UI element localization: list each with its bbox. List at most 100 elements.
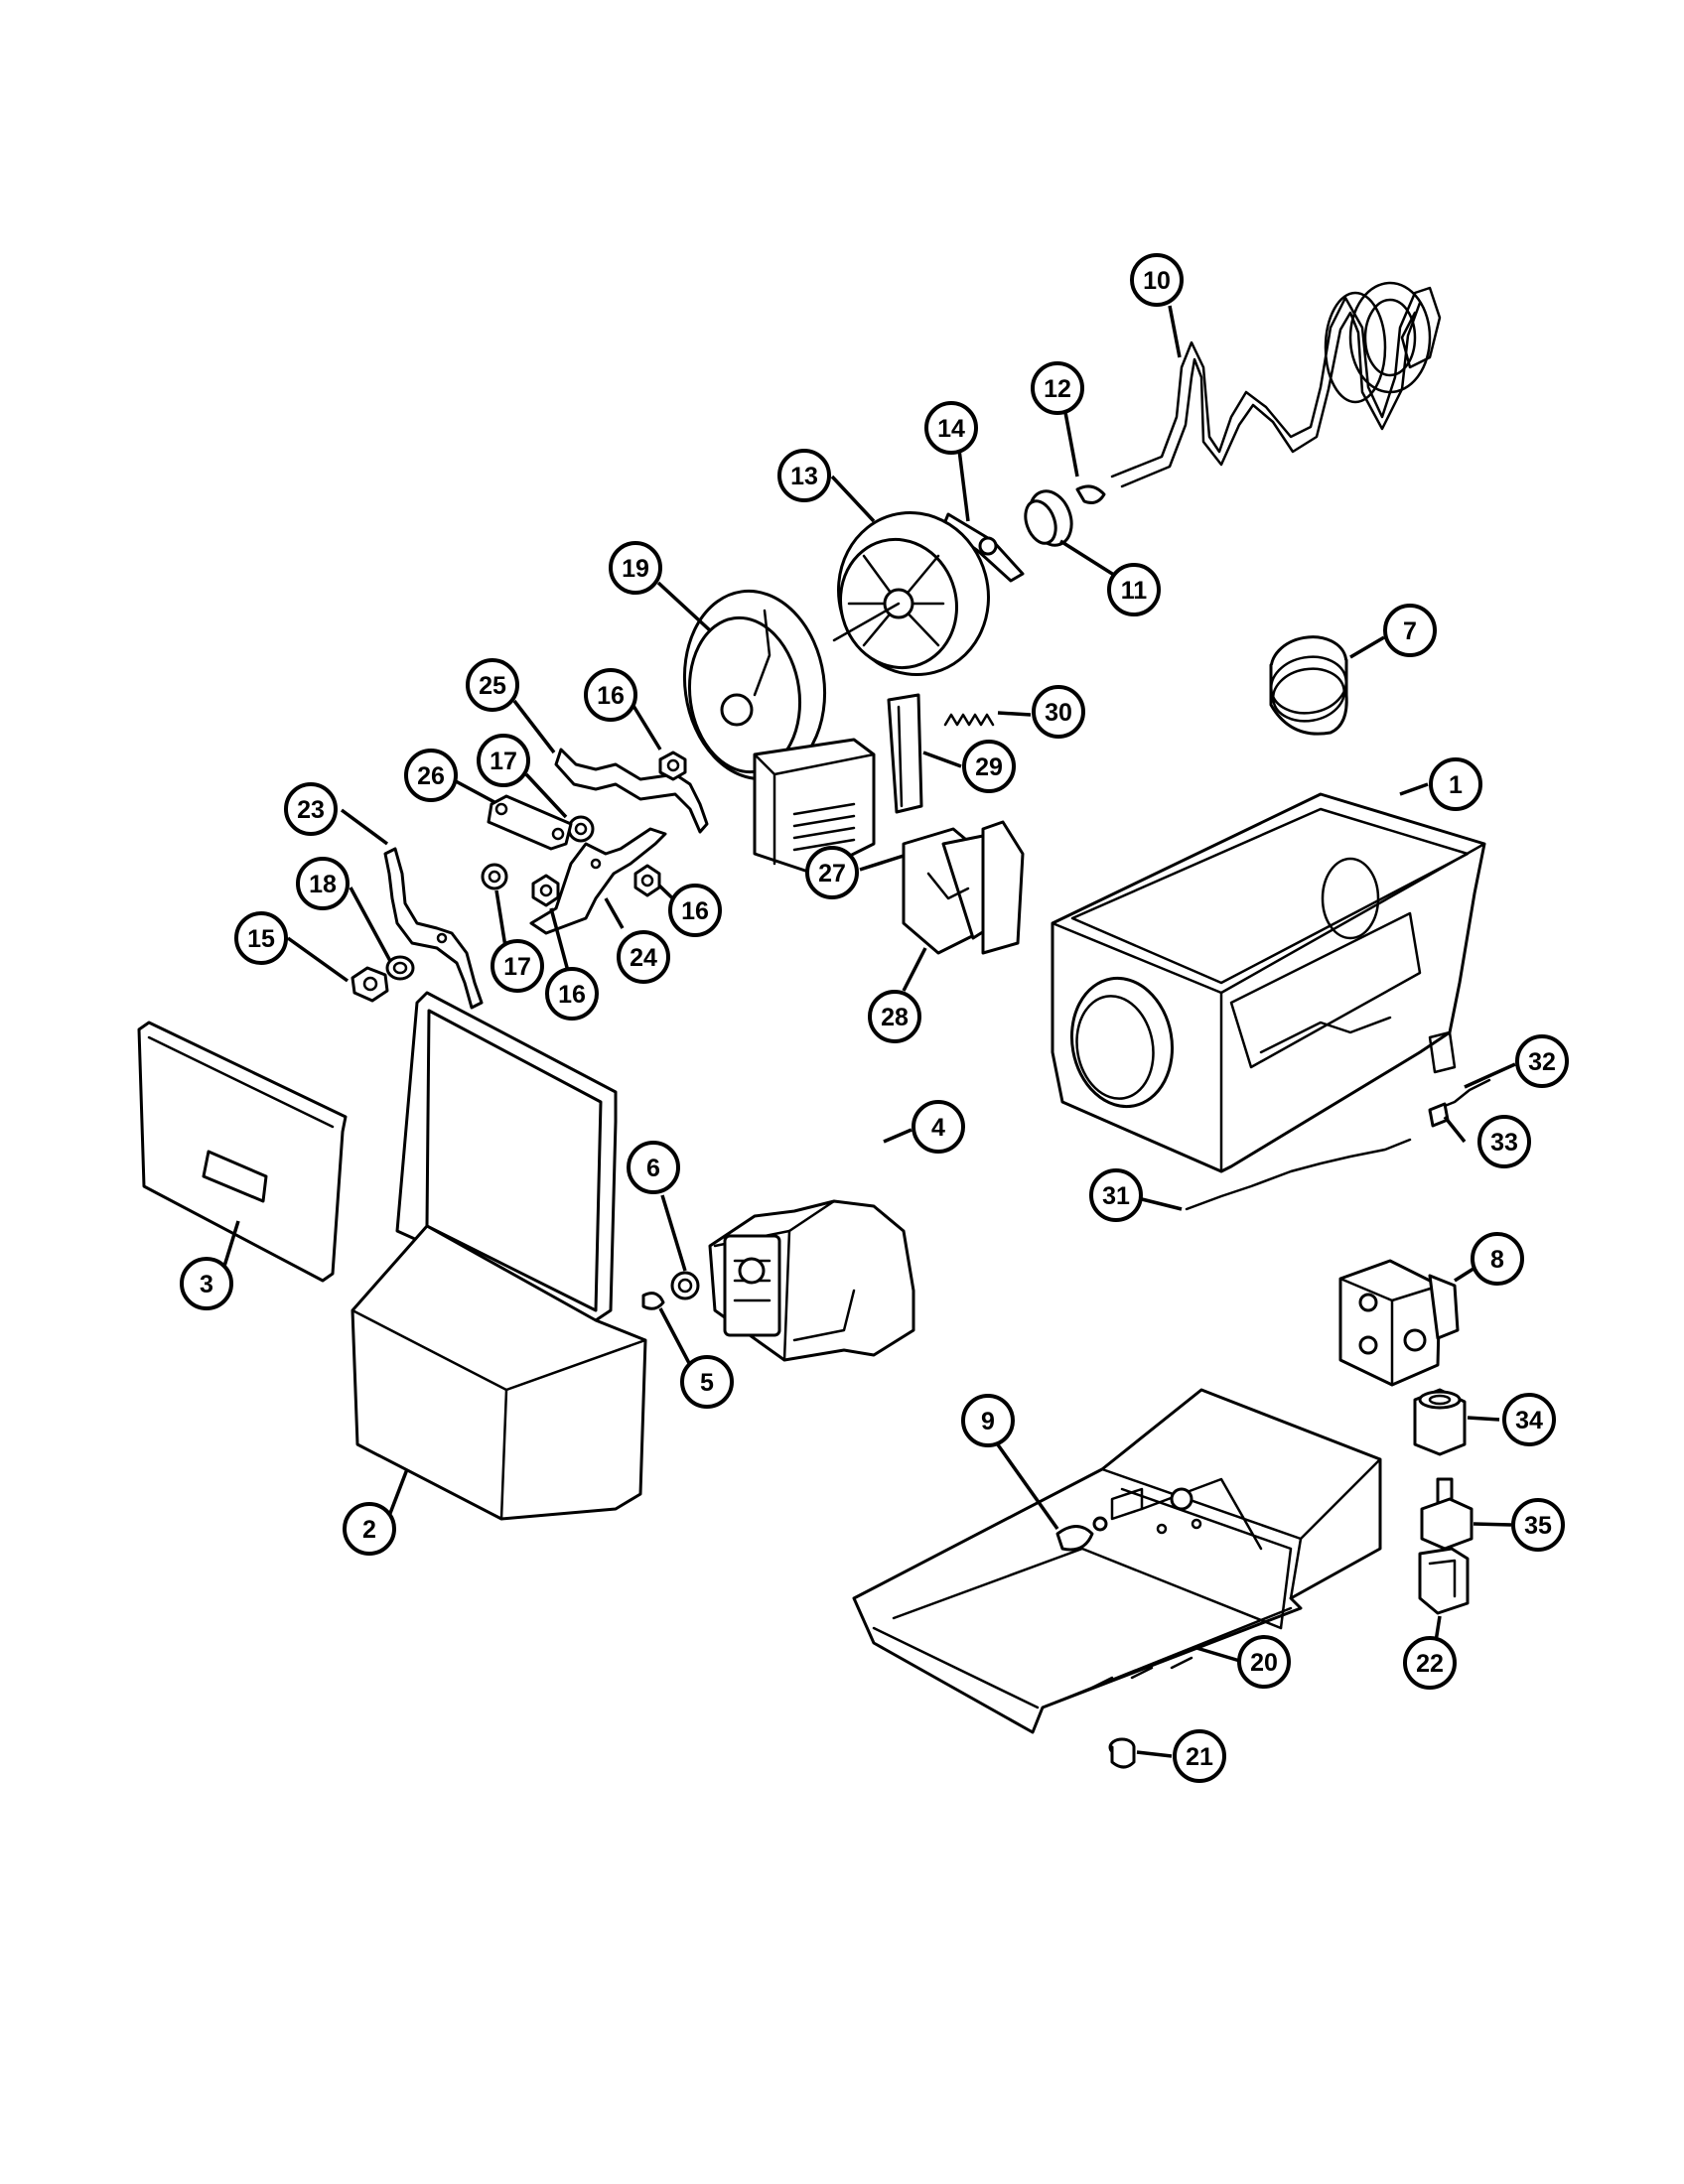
part-29-blade-drawing [887, 693, 923, 814]
callout-13: 13 [777, 449, 831, 502]
part-25-bracket-drawing [554, 748, 709, 834]
callout-circle-30 [1032, 685, 1085, 739]
part-10-coil-drawing [1110, 281, 1442, 488]
callout-circle-35 [1511, 1498, 1565, 1552]
callout-14: 14 [924, 401, 978, 455]
callout-circle-10 [1130, 253, 1184, 307]
callout-circle-24 [617, 930, 670, 984]
callout-circle-29 [962, 740, 1016, 793]
callout-label-25: 25 [479, 672, 506, 700]
part-27-28-blades-drawing [902, 820, 1025, 955]
part-16-nut-center-drawing [531, 874, 560, 907]
leader-32 [1464, 1062, 1516, 1089]
callout-label-32: 32 [1528, 1048, 1556, 1076]
callout-circle-31 [1089, 1168, 1143, 1222]
part-1-ice-bin-drawing [1051, 792, 1486, 1173]
callout-label-20: 20 [1250, 1649, 1278, 1677]
callout-circle-3 [180, 1257, 233, 1310]
callout-5: 5 [680, 1355, 734, 1409]
callout-label-28: 28 [881, 1004, 909, 1031]
callout-label-24: 24 [630, 944, 657, 972]
callout-circle-11 [1107, 563, 1161, 616]
leader-16b [549, 907, 571, 976]
part-30-spring-drawing [943, 713, 995, 727]
part-16-nut-right-drawing [633, 864, 661, 897]
callout-circle-4 [912, 1100, 965, 1154]
callout-19: 19 [609, 541, 662, 595]
callout-circle-20 [1237, 1635, 1291, 1689]
callout-label-14: 14 [937, 415, 965, 443]
callout-label-4: 4 [931, 1114, 945, 1142]
callout-circle-28 [868, 990, 921, 1043]
callout-3: 3 [180, 1257, 233, 1310]
leader-13 [830, 475, 876, 523]
callout-circle-21 [1173, 1729, 1226, 1783]
callout-circle-12 [1031, 361, 1084, 415]
callout-circle-16a [584, 668, 637, 722]
leader-33 [1443, 1115, 1467, 1144]
callout-22: 22 [1403, 1636, 1457, 1690]
callout-21: 21 [1173, 1729, 1226, 1783]
leader-31 [1141, 1197, 1183, 1211]
callout-circle-17b [491, 939, 544, 993]
leader-18 [349, 887, 392, 962]
part-34-solenoid-drawing [1413, 1388, 1467, 1456]
leader-29 [922, 751, 962, 768]
callout-17b: 17 [491, 939, 544, 993]
callout-label-33: 33 [1490, 1129, 1518, 1157]
callout-15: 15 [234, 911, 288, 965]
callout-circle-34 [1502, 1393, 1556, 1446]
callout-25: 25 [466, 658, 519, 712]
callout-32: 32 [1515, 1034, 1569, 1088]
callout-label-31: 31 [1102, 1182, 1130, 1210]
part-26-link-drawing [487, 794, 573, 851]
leader-20 [1195, 1646, 1244, 1664]
callout-23: 23 [284, 782, 338, 836]
callouts-group: 1234567891011121314151616161717181920212… [180, 253, 1569, 1783]
leader-25 [512, 699, 556, 754]
callout-17a: 17 [477, 734, 530, 787]
callout-34: 34 [1502, 1393, 1556, 1446]
callout-label-6: 6 [646, 1155, 660, 1182]
callout-label-7: 7 [1403, 617, 1417, 645]
part-9-clip-drawing [1055, 1516, 1108, 1552]
callout-20: 20 [1237, 1635, 1291, 1689]
leader-21 [1136, 1750, 1173, 1758]
callout-circle-2 [343, 1502, 396, 1556]
callout-circle-26 [404, 749, 458, 802]
callout-7: 7 [1383, 604, 1437, 657]
leader-19 [656, 581, 712, 632]
callout-label-15: 15 [247, 925, 275, 953]
callout-circle-14 [924, 401, 978, 455]
callout-label-8: 8 [1490, 1246, 1504, 1274]
part-11-bushing-drawing [1024, 489, 1073, 547]
callout-label-21: 21 [1186, 1743, 1213, 1771]
part-12-clip-drawing [1075, 484, 1106, 504]
part-6-washer-drawing [670, 1271, 700, 1300]
callout-label-12: 12 [1044, 375, 1071, 403]
callout-label-27: 27 [818, 860, 846, 887]
callout-circle-9 [961, 1394, 1015, 1447]
callout-circle-16c [668, 884, 722, 937]
leader-12 [1062, 406, 1079, 478]
callout-2: 2 [343, 1502, 396, 1556]
callout-29: 29 [962, 740, 1016, 793]
callout-1: 1 [1429, 757, 1482, 811]
callout-31: 31 [1089, 1168, 1143, 1222]
leader-26 [455, 779, 495, 804]
parts-group [137, 281, 1491, 1769]
callout-label-17b: 17 [503, 953, 531, 981]
leader-27 [859, 854, 905, 872]
leader-16a [632, 705, 662, 751]
callout-circle-23 [284, 782, 338, 836]
callout-label-10: 10 [1143, 267, 1171, 295]
callout-27: 27 [805, 846, 859, 899]
callout-circle-22 [1403, 1636, 1457, 1690]
leader-6 [660, 1194, 687, 1272]
callout-label-29: 29 [975, 753, 1003, 781]
callout-circle-25 [466, 658, 519, 712]
callout-label-30: 30 [1045, 699, 1072, 727]
callout-label-16b: 16 [558, 981, 586, 1009]
callout-16a: 16 [584, 668, 637, 722]
